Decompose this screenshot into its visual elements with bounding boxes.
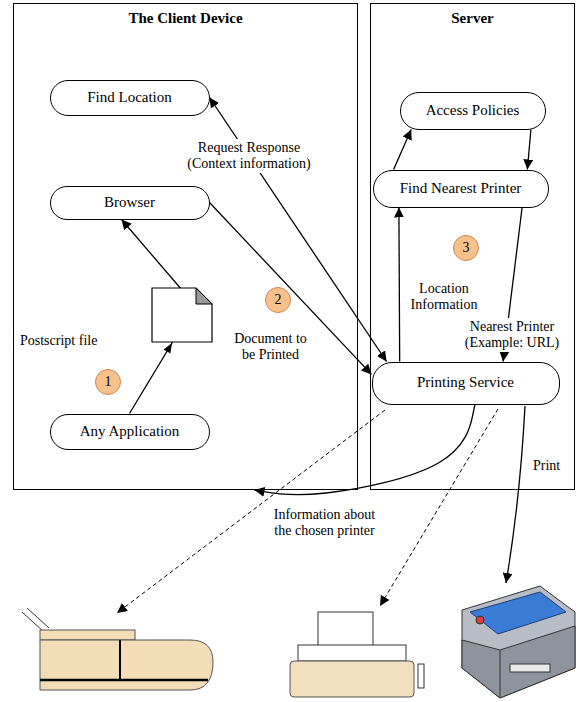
line-printer (290, 661, 414, 697)
color-printer (462, 586, 575, 698)
process-label: Find Nearest Printer (400, 180, 522, 197)
document-icon (152, 288, 212, 354)
color-printer (470, 592, 566, 634)
document-icon (164, 343, 172, 354)
process-box: Any Application (50, 414, 210, 450)
action-label: Print (533, 458, 560, 474)
process-label: Find Location (87, 89, 172, 106)
process-box: Browser (50, 186, 210, 220)
print-arrow (506, 406, 525, 583)
color-printer (476, 616, 484, 624)
process-label: Browser (104, 194, 155, 211)
process-box: Find Location (50, 80, 210, 116)
connector-label: Nearest Printer (Example: URL) (462, 318, 562, 352)
fax-machine (40, 630, 135, 640)
panel-heading: The Client Device (14, 10, 357, 27)
connector-label: Request Response (Context information) (184, 139, 314, 173)
fax-machine (27, 608, 49, 628)
callout-number: 2 (265, 287, 291, 313)
fax-machine (40, 640, 213, 690)
process-label: Any Application (80, 423, 180, 440)
dashed-leader (380, 409, 498, 606)
color-printer (510, 664, 550, 672)
line-printer (298, 645, 406, 661)
line-printer (318, 612, 373, 648)
document-icon (152, 288, 212, 342)
process-box: Find Nearest Printer (373, 170, 549, 208)
color-printer (462, 586, 575, 698)
connector-label: Information about the chosen printer (262, 506, 387, 540)
flow-arrow (398, 208, 400, 362)
process-box: Access Policies (400, 92, 546, 130)
fax-machine (40, 679, 208, 682)
color-printer (500, 650, 501, 698)
flow-arrow (394, 130, 412, 170)
document-icon (196, 288, 212, 304)
fax-machine (119, 640, 121, 680)
line-printer (290, 612, 424, 697)
process-label: Access Policies (426, 102, 520, 119)
callout-number: 1 (95, 369, 121, 395)
print-arrow (506, 406, 525, 583)
callout-number: 3 (453, 235, 479, 261)
color-printer (462, 626, 575, 698)
connector-label: Location Information (406, 280, 482, 314)
connector-label: Document to be Printed (228, 330, 313, 364)
fax-machine (22, 612, 44, 632)
fax-machine (22, 608, 213, 690)
process-box: Printing Service (372, 362, 560, 405)
device-panel: The Client DeviceFind LocationBrowserAny… (13, 3, 358, 490)
flow-arrow (210, 98, 387, 362)
line-printer (418, 664, 424, 688)
process-label: Printing Service (417, 374, 514, 391)
flow-arrow (255, 405, 475, 495)
file-label: Postscript file (20, 333, 97, 349)
flow-arrow (210, 203, 372, 375)
flow-arrow (527, 130, 531, 170)
panel-heading: Server (371, 10, 574, 27)
